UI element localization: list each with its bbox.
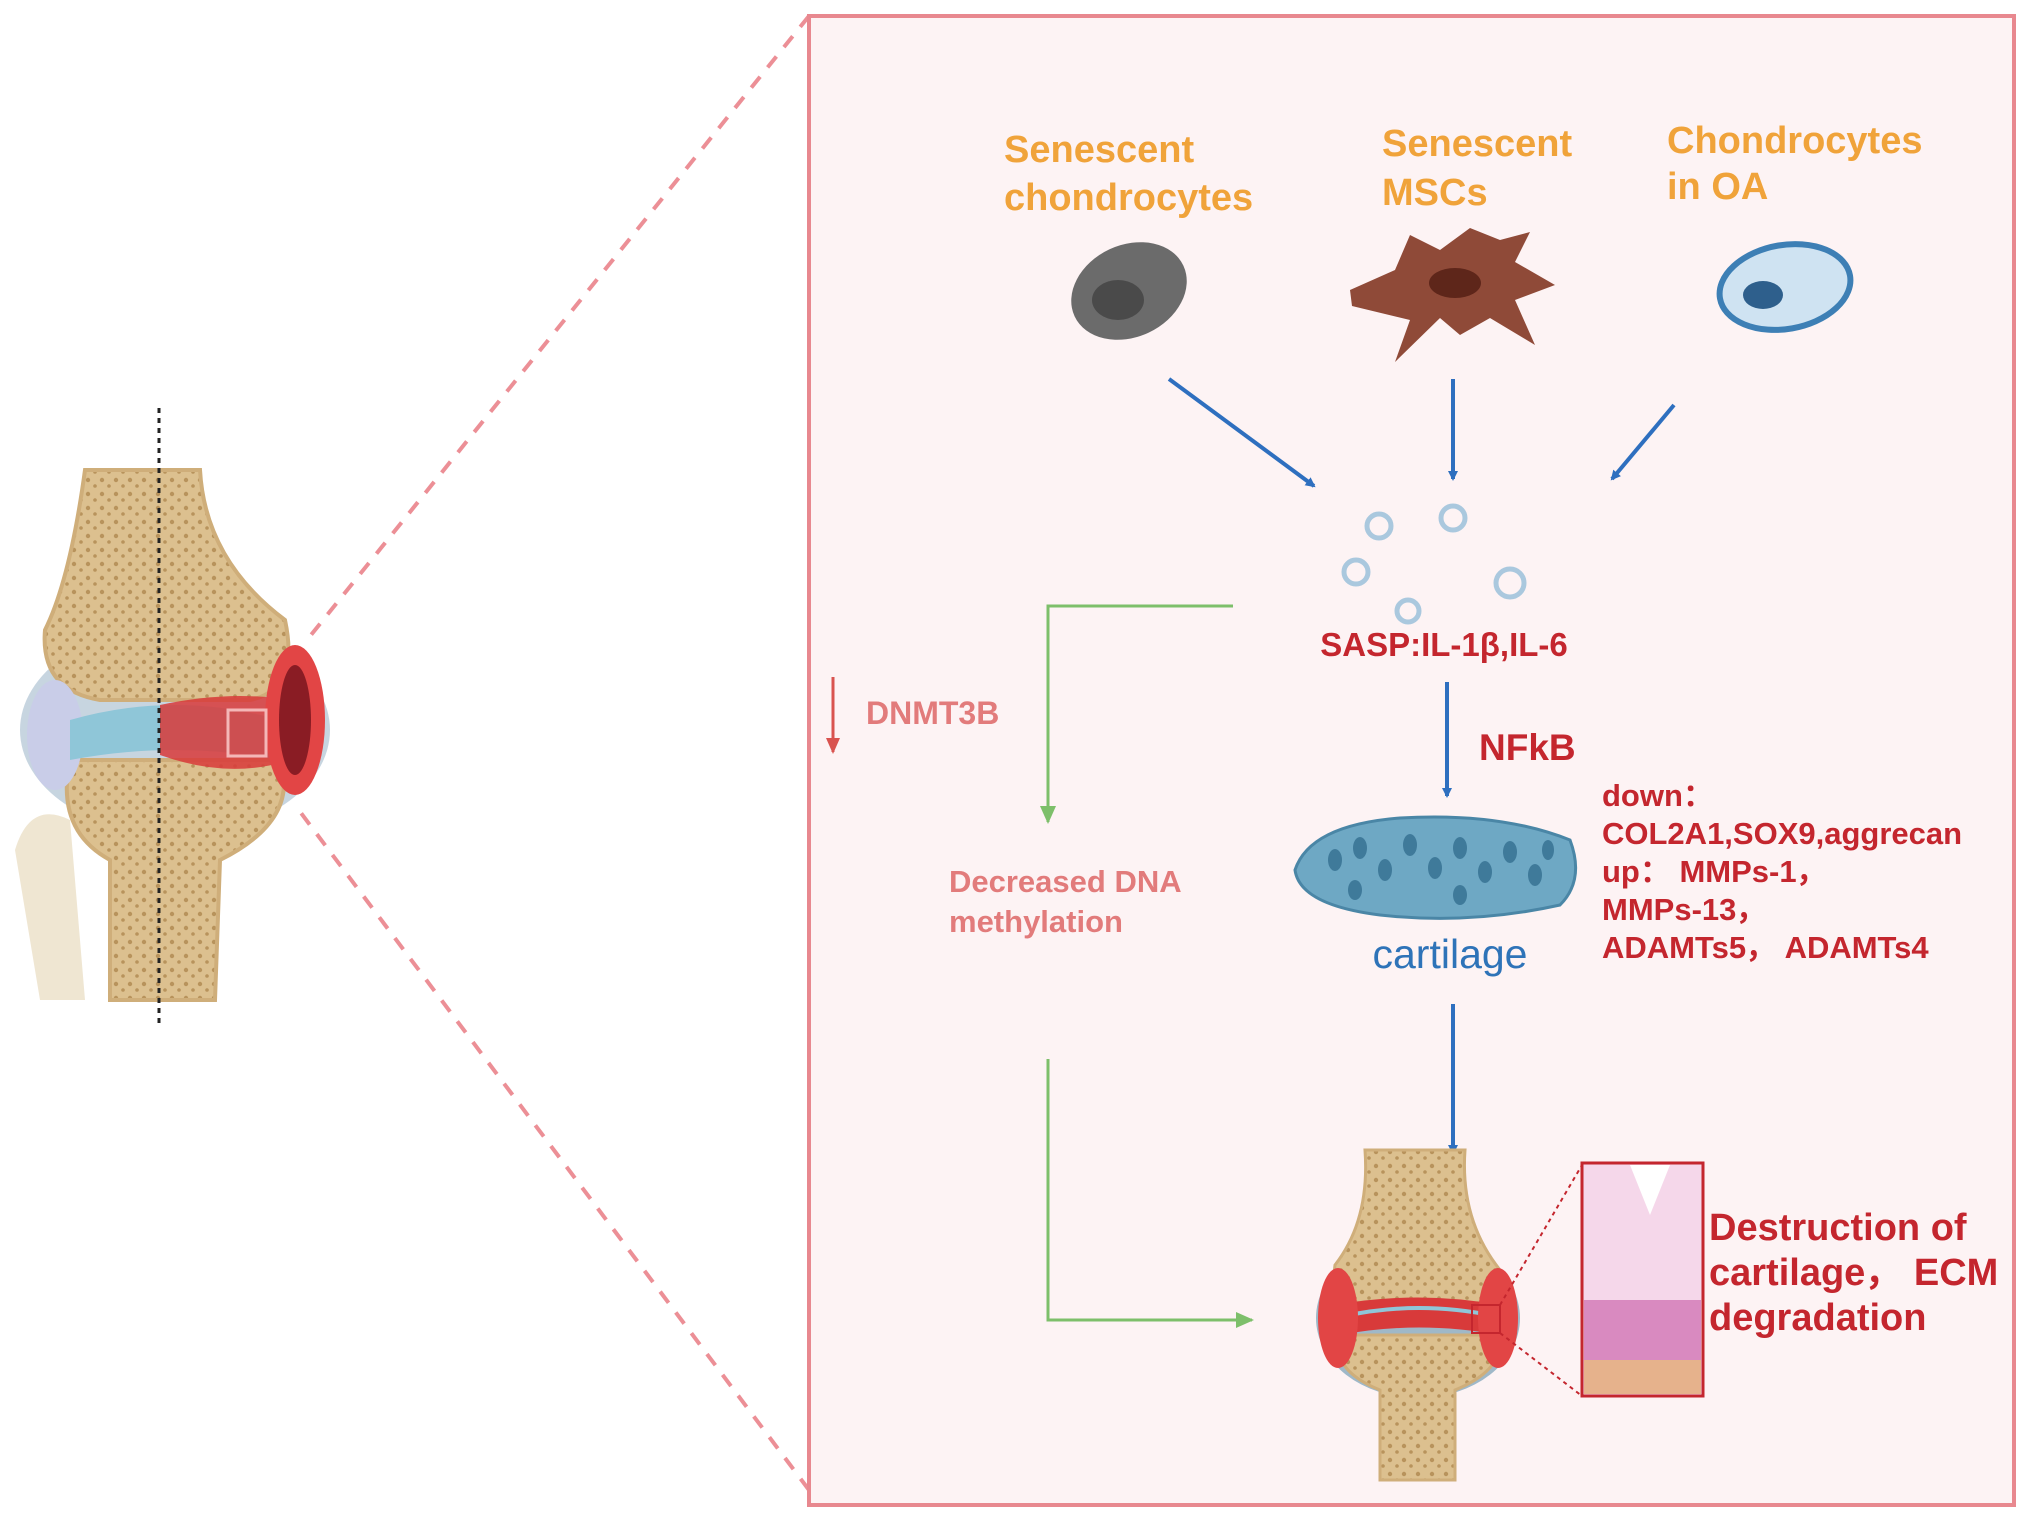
dnmt3b-label: DNMT3B (866, 695, 999, 731)
zoom-line-bottom (296, 807, 811, 1492)
outcome-label: Destruction of cartilage， ECM degradatio… (1709, 1207, 2009, 1339)
nfkb-label: NFkB (1479, 727, 1576, 768)
oa-chondrocyte-cell-icon (1716, 241, 1854, 333)
cartilage-histology-inset (1580, 1161, 1705, 1398)
gene-changes-list: down： COL2A1,SOX9,aggrecan up： MMPs-1， M… (1602, 778, 1971, 965)
sasp-vesicles-icon (1341, 503, 1527, 625)
arrow-sasp-to-methylation (1040, 604, 1233, 824)
sasp-label: SASP:IL-1β,IL-6 (1320, 626, 1568, 663)
cartilage-icon (1293, 815, 1578, 920)
zoom-line-top (309, 14, 811, 637)
arrow-oa-to-sasp (1610, 403, 1676, 481)
arrow-methylation-to-joint (1046, 1059, 1254, 1328)
cartilage-label: cartilage (1373, 931, 1528, 977)
damaged-knee-icon (1316, 1148, 1583, 1482)
senescent-chondrocyte-cell-icon (1071, 242, 1187, 340)
arrow-chondrocytes-to-sasp (1167, 377, 1316, 488)
knee-joint-illustration (15, 408, 330, 1023)
senescent-msc-cell-icon (1350, 228, 1555, 362)
